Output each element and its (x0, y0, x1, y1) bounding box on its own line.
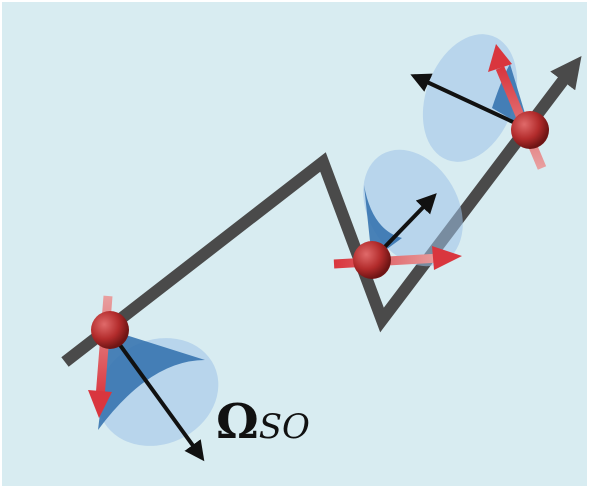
field-arrow-1 (110, 332, 205, 462)
precession-sector-1 (98, 330, 205, 430)
omega-so-label: ΩSO (216, 398, 310, 446)
particle-2 (353, 241, 391, 279)
omega-subscript: SO (258, 407, 310, 447)
particle-1-group (88, 295, 219, 462)
field-arrow-3 (410, 73, 527, 130)
spin-arrow-head-3 (488, 44, 512, 72)
particle-3-group (410, 34, 549, 170)
spin-arrow-head-1 (88, 390, 112, 418)
omega-symbol: Ω (216, 394, 259, 450)
particle-1 (91, 311, 129, 349)
trajectory-path (61, 56, 582, 367)
particle-3 (511, 111, 549, 149)
particle-2-group (333, 149, 463, 279)
spin-arrow-head-2 (432, 246, 462, 270)
field-arrow-2 (374, 193, 437, 258)
